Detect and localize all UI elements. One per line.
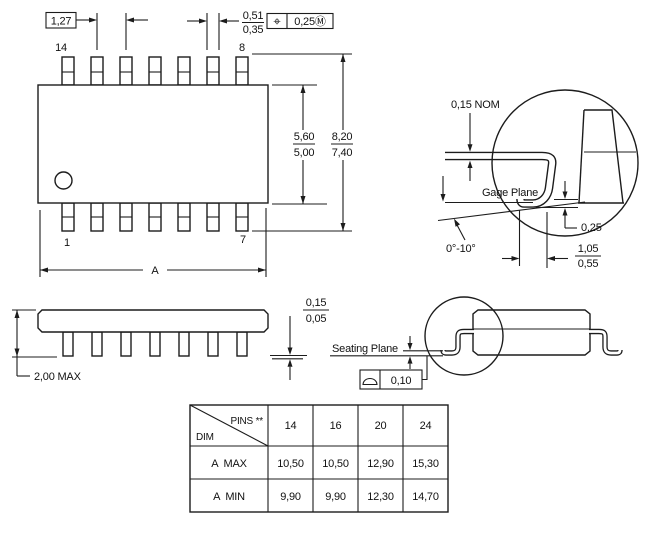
body-width-min: 5,00 bbox=[294, 147, 315, 159]
seating-plane-label: Seating Plane bbox=[332, 343, 398, 355]
side-body-outline bbox=[37, 309, 269, 333]
pitch-value: 1,27 bbox=[51, 16, 72, 28]
dimension-table: PINS ** DIM 14 16 20 24 A MAX 10,50 10,5… bbox=[189, 404, 449, 513]
cell: 10,50 bbox=[322, 458, 349, 470]
foot-length-min: 0,55 bbox=[578, 258, 599, 270]
row-label: A MAX bbox=[211, 458, 247, 470]
pin-label-1: 1 bbox=[64, 237, 70, 249]
table-col-20: 20 bbox=[375, 420, 387, 432]
pitch-dimension: 1,27 bbox=[45, 11, 148, 50]
flatness-symbol-icon bbox=[362, 377, 378, 386]
top-view: 14 8 1 7 1,27 0,51 0,35 bbox=[37, 10, 353, 277]
cell: 12,90 bbox=[367, 458, 394, 470]
seating-plane-dimension: Seating Plane bbox=[330, 336, 443, 369]
height-value: 2,00 MAX bbox=[34, 371, 82, 383]
span-min: 7,40 bbox=[332, 147, 353, 159]
height-dimension: 2,00 MAX bbox=[12, 309, 82, 383]
table-col-14: 14 bbox=[285, 420, 297, 432]
lead-width-max: 0,51 bbox=[243, 10, 264, 22]
seating-detail-circle bbox=[424, 296, 504, 376]
length-A-dimension: A bbox=[39, 208, 267, 277]
foot-length-dimension: 1,05 0,55 bbox=[502, 210, 601, 270]
gage-plane: Gage Plane bbox=[440, 176, 538, 204]
table-col-16: 16 bbox=[330, 420, 342, 432]
gage-offset-dimension: 0,25 bbox=[536, 181, 602, 234]
pin-label-8: 8 bbox=[239, 42, 245, 54]
row-label: A MIN bbox=[213, 491, 245, 503]
pin-label-14: 14 bbox=[55, 42, 67, 54]
span-dimension: 8,20 7,40 bbox=[252, 53, 353, 232]
flatness-leader bbox=[422, 356, 428, 381]
lead-detail-view: 0,15 NOM Gage Plane 0°-10° bbox=[437, 89, 639, 270]
seating-plane-view: Seating Plane 0,10 bbox=[330, 296, 623, 390]
position-symbol-icon: ⌖ bbox=[273, 14, 281, 29]
foot-length-max: 1,05 bbox=[578, 243, 599, 255]
cell: 15,30 bbox=[412, 458, 439, 470]
span-max: 8,20 bbox=[332, 131, 353, 143]
table-diagonal bbox=[189, 404, 269, 447]
standoff-max: 0,15 bbox=[306, 297, 327, 309]
lead-angle-dimension: 0°-10° bbox=[437, 201, 586, 255]
lead-thickness-value: 0,15 NOM bbox=[451, 99, 500, 111]
gage-plane-label: Gage Plane bbox=[482, 187, 538, 199]
lead-width-dimension: 0,51 0,35 bbox=[187, 10, 264, 50]
table-col-24: 24 bbox=[420, 420, 432, 432]
pin1-index-mark bbox=[54, 171, 73, 190]
side-view: 2,00 MAX 0,15 0,05 bbox=[12, 297, 329, 383]
cell: 9,90 bbox=[280, 491, 301, 503]
cell: 14,70 bbox=[412, 491, 439, 503]
flatness-value: 0,10 bbox=[391, 375, 412, 387]
position-tolerance: 0,25Ⓜ bbox=[294, 15, 326, 28]
detail-circle bbox=[491, 89, 639, 237]
table-row-a-min: A MIN 9,90 9,90 12,30 14,70 bbox=[213, 491, 439, 503]
table-corner-dim: DIM bbox=[196, 432, 214, 443]
bottom-pins bbox=[61, 202, 249, 232]
lead-angle-value: 0°-10° bbox=[446, 243, 476, 255]
body-width-dimension: 5,60 5,00 bbox=[272, 84, 327, 205]
table-row-a-max: A MAX 10,50 10,50 12,90 15,30 bbox=[211, 458, 439, 470]
table-corner-pins: PINS ** bbox=[230, 416, 263, 427]
standoff-dimension: 0,15 0,05 bbox=[270, 297, 329, 380]
pin-label-7: 7 bbox=[240, 234, 246, 246]
seating-body-outline bbox=[472, 309, 591, 356]
cell: 9,90 bbox=[325, 491, 346, 503]
lead-thickness-dimension: 0,15 NOM bbox=[451, 99, 500, 181]
flatness-frame: 0,10 bbox=[359, 356, 428, 390]
cell: 10,50 bbox=[277, 458, 304, 470]
standoff-min: 0,05 bbox=[306, 313, 327, 325]
length-A-label: A bbox=[151, 265, 159, 277]
top-pins bbox=[61, 56, 249, 86]
true-position-frame: ⌖ 0,25Ⓜ bbox=[266, 12, 334, 30]
gage-offset-value: 0,25 bbox=[581, 222, 602, 234]
lead-width-min: 0,35 bbox=[243, 24, 264, 36]
cell: 12,30 bbox=[367, 491, 394, 503]
side-leads bbox=[62, 331, 248, 357]
body-width-max: 5,60 bbox=[294, 131, 315, 143]
package-body-outline bbox=[37, 84, 269, 204]
detail-body-edge bbox=[578, 109, 636, 204]
